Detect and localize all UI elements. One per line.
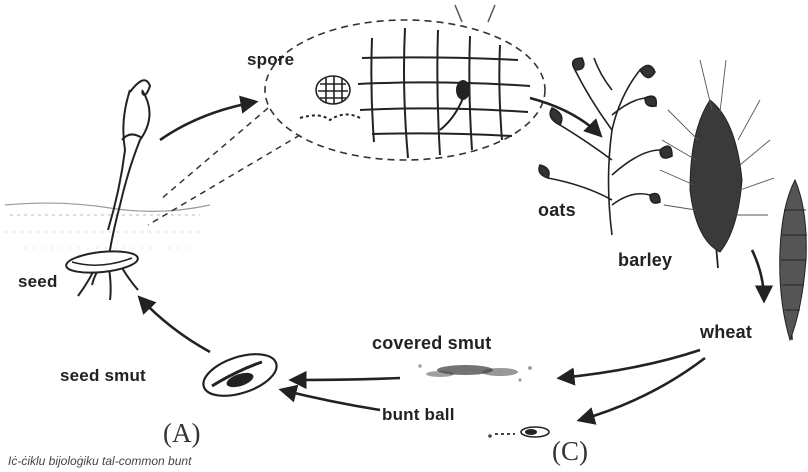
wheat-label: wheat [700, 322, 752, 343]
barley-icon [660, 60, 774, 268]
panel-label-c: (C) [552, 436, 588, 467]
seed-smut-label: seed smut [60, 366, 146, 386]
barley-label: barley [618, 250, 672, 271]
seed-icon [65, 248, 139, 275]
spore-icon [316, 76, 350, 104]
panel-label-a: (A) [163, 418, 200, 449]
covered-smut-dust [418, 364, 532, 381]
figure-caption: Iċ-ċiklu bijoloġiku tal-common bunt [8, 454, 191, 468]
smutted-seed-icon [198, 346, 281, 404]
covered-smut-label: covered smut [372, 333, 491, 354]
bunt-ball-icon [488, 427, 549, 438]
bunt-ball-label: bunt ball [382, 405, 455, 425]
oats-label: oats [538, 200, 576, 221]
soil-surface [5, 203, 210, 248]
seed-label: seed [18, 272, 58, 292]
spore-label: spore [247, 50, 294, 70]
top-rays [455, 5, 495, 22]
magnified-infection-view [148, 20, 545, 225]
wheat-icon [780, 180, 807, 340]
